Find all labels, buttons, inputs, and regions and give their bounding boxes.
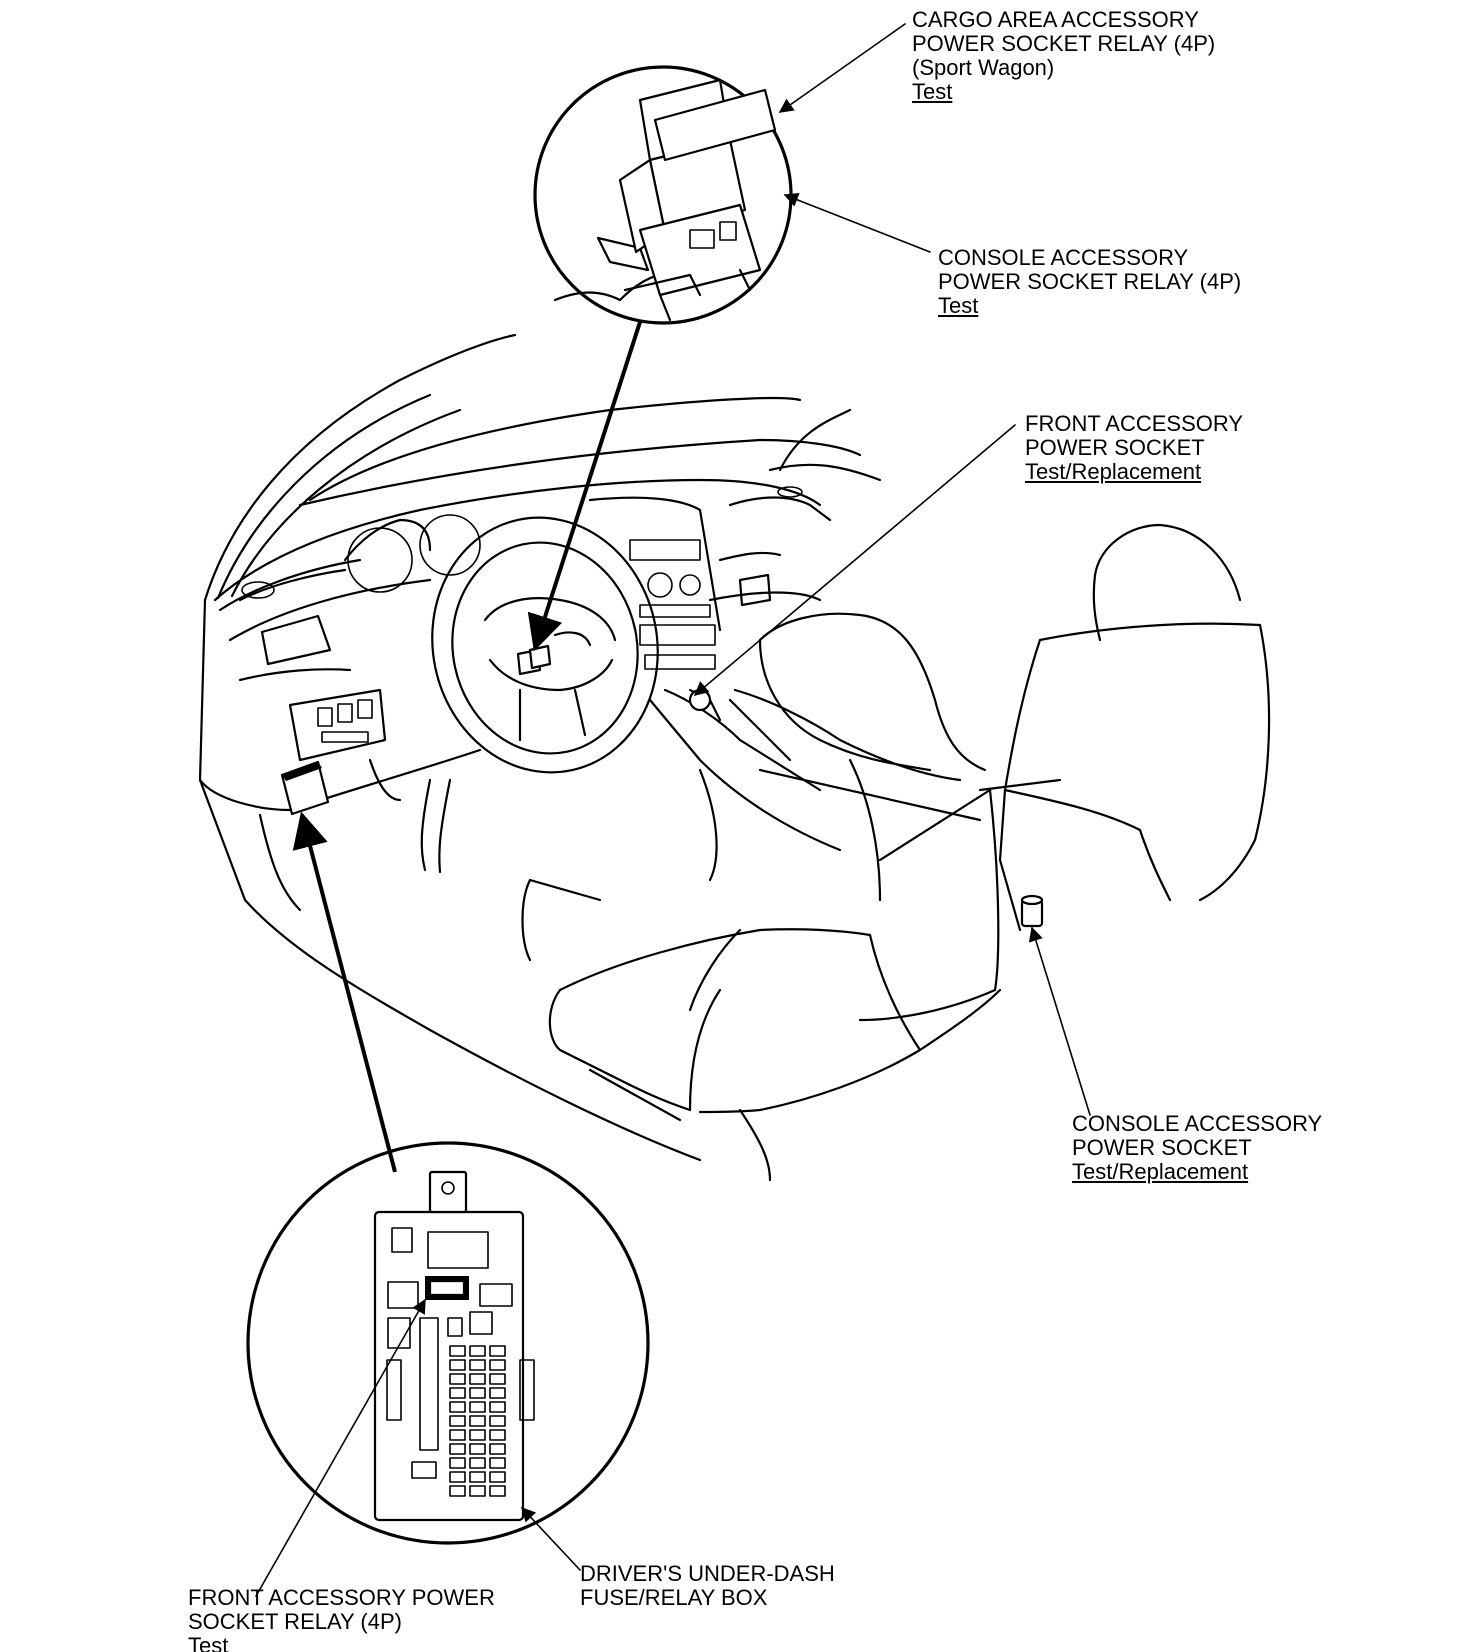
fuse-slot [449,1401,466,1413]
front-seats [521,523,1271,1182]
callout-console-socket-line1: CONSOLE ACCESSORY [1072,1111,1323,1136]
fuse-slot [469,1359,486,1371]
fuse-slot [489,1373,506,1385]
fuse-slot [489,1485,506,1497]
fuse-slot [449,1443,466,1455]
callout-console-relay-line2: POWER SOCKET RELAY (4P) [938,269,1242,294]
callout-front-relay: FRONT ACCESSORY POWER SOCKET RELAY (4P) … [188,1586,495,1652]
callout-front-relay-line1: FRONT ACCESSORY POWER [188,1585,495,1610]
callout-front-socket: FRONT ACCESSORY POWER SOCKET Test/Replac… [1025,412,1243,484]
fuse-slot [469,1373,486,1385]
front-relay-housing [280,760,330,816]
fuse-slot [449,1373,466,1385]
console-socket-test-replacement-link[interactable]: Test/Replacement [1072,1159,1249,1184]
relay-detail-circle [533,65,793,325]
fuse-slot [469,1485,486,1497]
fuse-slot [489,1471,506,1483]
callout-cargo-line2: POWER SOCKET RELAY (4P) [912,31,1216,56]
front-socket-test-replacement-link[interactable]: Test/Replacement [1025,459,1202,484]
fuse-slot [469,1415,486,1427]
fuse-slot [469,1471,486,1483]
car-body-outline [198,333,882,1162]
callout-console-relay: CONSOLE ACCESSORY POWER SOCKET RELAY (4P… [938,246,1241,318]
fuse-slot [449,1387,466,1399]
fuse-slot [489,1443,506,1455]
callout-cargo-line1: CARGO AREA ACCESSORY [912,7,1199,32]
callout-cargo-area-relay: CARGO AREA ACCESSORY POWER SOCKET RELAY … [912,8,1215,104]
fuse-slot [469,1443,486,1455]
fuse-slot [489,1359,506,1371]
fuse-grid [449,1345,506,1497]
fuse-slot [489,1345,506,1357]
fuse-box-detail-circle [246,1141,650,1545]
callout-under-dash-line1: DRIVER'S UNDER-DASH [580,1561,835,1586]
leader-console-relay [783,193,931,253]
fuse-slot [469,1401,486,1413]
leader-under-dash-box [521,1506,581,1571]
fuse-slot [469,1457,486,1469]
leader-fusebox-to-relay [292,811,397,1173]
leader-relay-to-wheel [527,321,642,652]
callout-front-socket-line2: POWER SOCKET [1025,435,1205,460]
fuse-slot [469,1429,486,1441]
callout-console-socket: CONSOLE ACCESSORY POWER SOCKET Test/Repl… [1072,1112,1322,1184]
fuse-slot [489,1457,506,1469]
fuse-slot [469,1387,486,1399]
callout-front-socket-line1: FRONT ACCESSORY [1025,411,1244,436]
fuse-slot [449,1415,466,1427]
fuse-slot [489,1429,506,1441]
fuse-slot [449,1471,466,1483]
leader-cargo-relay [778,23,906,113]
fuse-slot [489,1415,506,1427]
callout-under-dash-line2: FUSE/RELAY BOX [580,1585,768,1610]
fuse-slot [449,1457,466,1469]
fuse-slot [489,1401,506,1413]
console-relay-test-link[interactable]: Test [938,293,979,318]
fuse-slot [449,1485,466,1497]
fuse-slot [489,1387,506,1399]
fuse-slot [469,1345,486,1357]
fuse-slot [449,1359,466,1371]
callout-console-socket-line2: POWER SOCKET [1072,1135,1252,1160]
leader-front-relay [255,1298,426,1597]
callout-under-dash-box: DRIVER'S UNDER-DASH FUSE/RELAY BOX [580,1562,835,1610]
fuse-slot [449,1345,466,1357]
front-relay-test-link[interactable]: Test [188,1633,229,1652]
leader-console-socket [1028,926,1091,1116]
cargo-relay-test-link[interactable]: Test [912,79,953,104]
callout-cargo-line3: (Sport Wagon) [912,55,1055,80]
dashboard [213,478,832,874]
leader-front-socket [693,424,1016,696]
callout-console-relay-line1: CONSOLE ACCESSORY [938,245,1189,270]
callout-front-relay-line2: SOCKET RELAY (4P) [188,1609,402,1634]
fuse-slot [449,1429,466,1441]
